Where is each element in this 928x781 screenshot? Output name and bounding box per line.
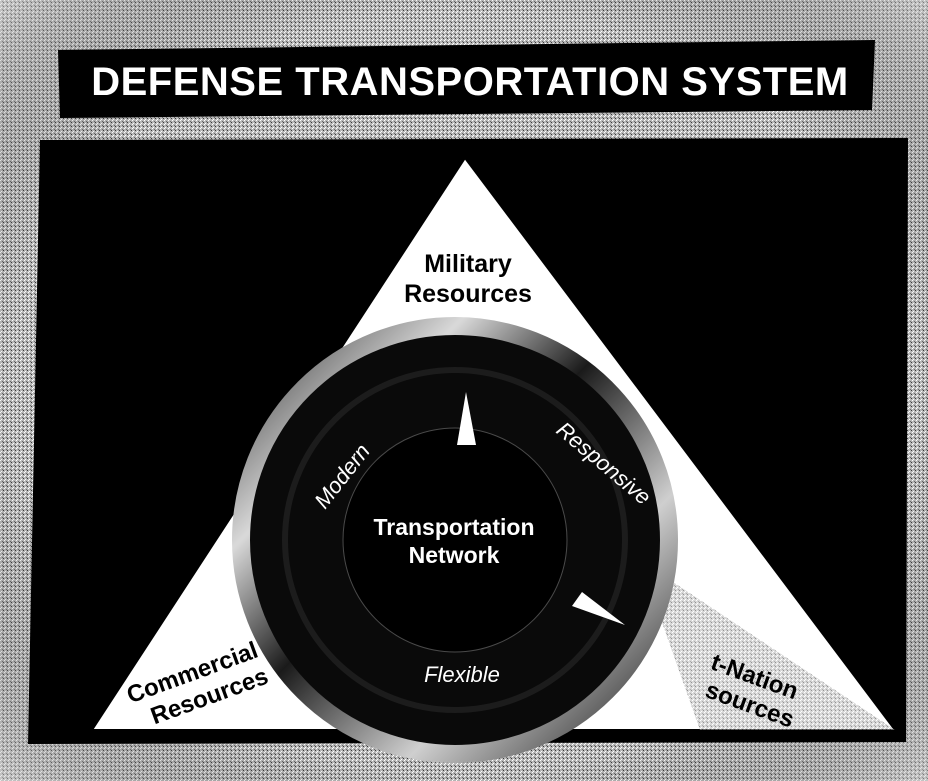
network-ring-inner-edge [282,367,628,713]
network-label-1: Transportation [373,514,534,540]
title-band [58,40,875,118]
military-label-2: Resources [404,280,532,308]
top-pointer-icon [457,392,476,445]
flexible-label: Flexible [424,662,500,687]
military-label-1: Military [424,250,512,278]
triangle-shade [640,560,895,730]
network-ring-bevel [232,317,678,763]
page-title: DEFENSE TRANSPORTATION SYSTEM [91,60,849,104]
network-core [342,427,568,653]
right-pointer-icon [572,592,625,625]
network-label-2: Network [409,542,500,568]
